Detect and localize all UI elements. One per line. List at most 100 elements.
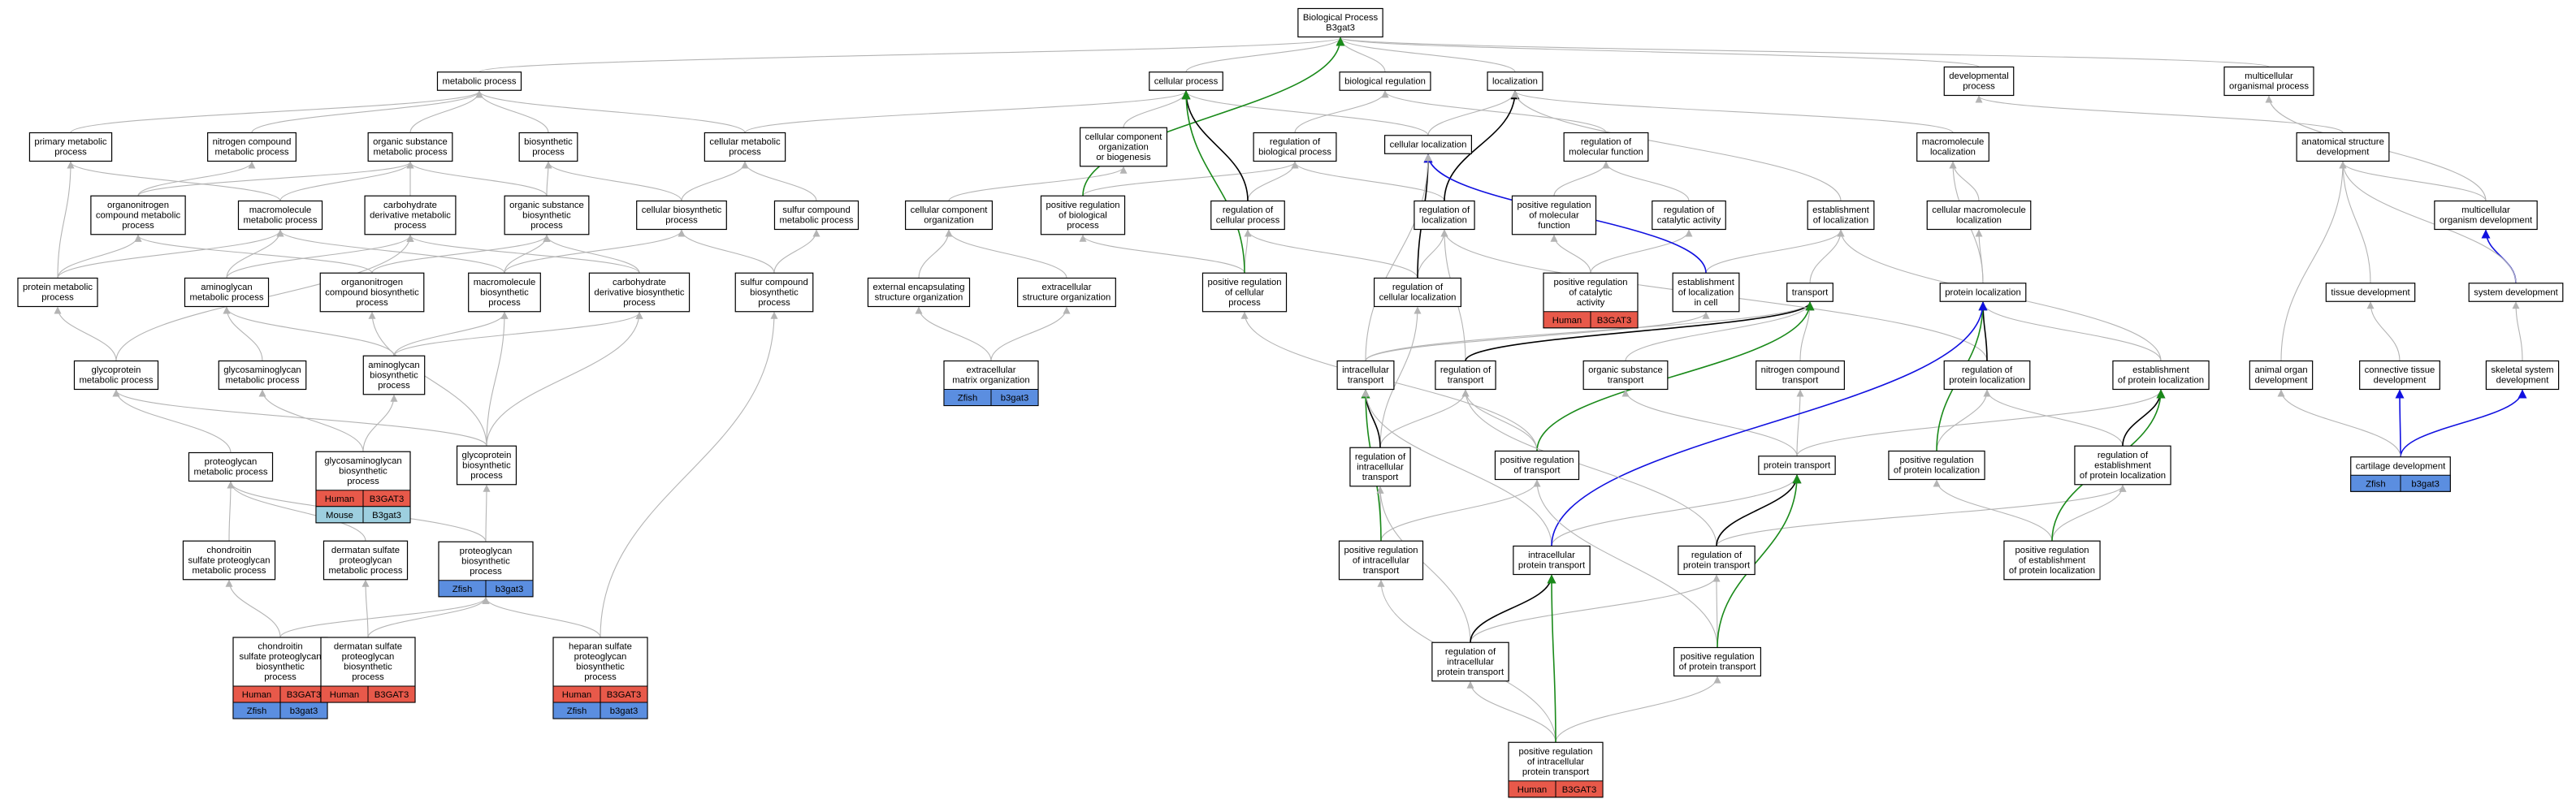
node-box (73, 360, 159, 391)
edge-is-a (1550, 234, 1591, 274)
go-term-node[interactable]: cellular process (1149, 71, 1223, 91)
edge-is-a (483, 484, 491, 542)
go-term-node[interactable]: metabolic process (436, 71, 522, 91)
go-term-node[interactable]: cellular localization (1383, 135, 1473, 154)
go-term-node[interactable]: tissue development (2325, 283, 2416, 302)
go-term-node[interactable]: transport (1786, 283, 1834, 302)
node-label: cellular process (1154, 76, 1219, 86)
go-term-node[interactable]: system development (2468, 283, 2564, 302)
node-label-line: nitrogen compound (1761, 365, 1840, 375)
go-term-node[interactable]: protein transport (1758, 456, 1836, 475)
node-box (588, 272, 691, 313)
node-label-line: organic substance (373, 137, 448, 147)
node-box (773, 200, 859, 231)
go-term-node[interactable]: protein localization (1939, 283, 2027, 302)
node-label-line: glycoprotein (462, 451, 512, 460)
go-term-node[interactable]: biological regulation (1339, 71, 1431, 91)
gene-symbol: b3gat3 (290, 706, 318, 716)
go-term-node[interactable]: localization (1487, 71, 1543, 91)
node-label-line: derivative metabolic (370, 210, 451, 220)
node-label-line: dermatan sulfate (331, 546, 400, 555)
node-box (1672, 272, 1740, 313)
node-label-line: aminoglycan (201, 283, 252, 292)
